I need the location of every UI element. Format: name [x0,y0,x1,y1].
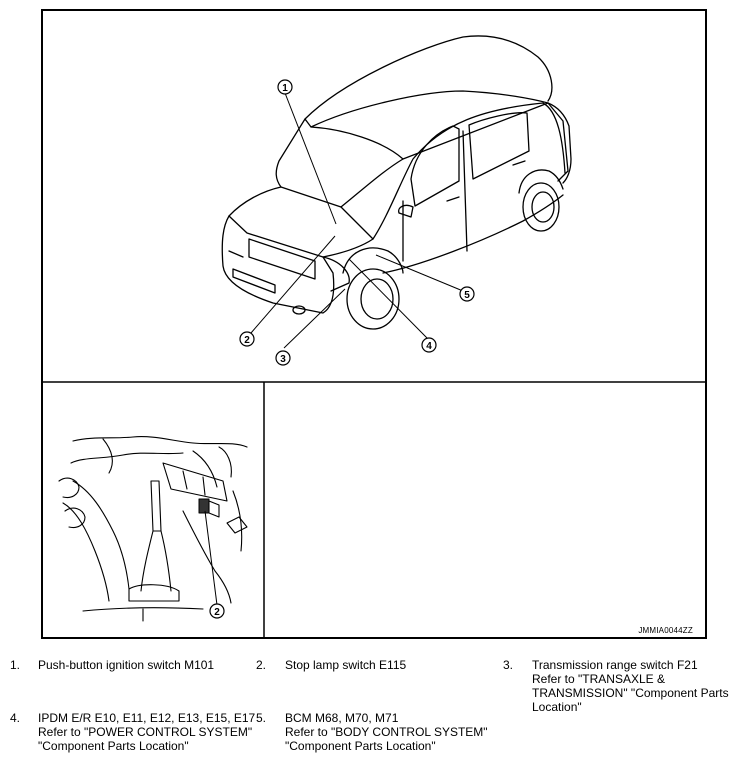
legend-item-4-number: 4. [10,711,21,725]
callout-5-label: 5 [464,290,470,301]
legend-item-1-text: Push-button ignition switch M101 [38,658,253,672]
callout-5: 5 [459,286,475,302]
callout-1: 1 [277,79,293,95]
legend-item-5-name: BCM M68, M70, M71 [285,711,399,725]
legend-item-1-name: Push-button ignition switch M101 [38,658,215,672]
legend-item-3-text: Transmission range switch F21 Refer to "… [532,658,737,714]
callout-4-label: 4 [426,341,432,352]
legend-item-2-name: Stop lamp switch E115 [285,658,407,672]
legend-item-3-reference: Refer to "TRANSAXLE & TRANSMISSION" "Com… [532,672,729,714]
callout-2-label: 2 [244,335,250,346]
callout-4: 4 [421,337,437,353]
callout-2: 2 [239,331,255,347]
legend-item-4-name: IPDM E/R E10, E11, E12, E13, E15, E17 [38,711,256,725]
callout-1-label: 1 [282,83,288,94]
callout-2-detail-leader [204,510,218,606]
legend-item-3-name: Transmission range switch F21 [532,658,698,672]
legend-item-5-number: 5. [256,711,267,725]
callout-2-detail: 2 [209,603,225,619]
legend-item-1-number: 1. [10,658,21,672]
callout-2-detail-label: 2 [214,607,220,618]
callout-3: 3 [275,350,291,366]
legend-item-3-number: 3. [503,658,514,672]
vehicle-illustration [221,35,572,330]
legend-item-5-reference: Refer to "BODY CONTROL SYSTEM" "Componen… [285,725,488,753]
legend-item-4-text: IPDM E/R E10, E11, E12, E13, E15, E17 Re… [38,711,266,753]
figure-id: JMMIA0044ZZ [638,626,693,635]
legend-item-4-reference: Refer to "POWER CONTROL SYSTEM" "Compone… [38,725,253,753]
legend-item-5-text: BCM M68, M70, M71 Refer to "BODY CONTROL… [285,711,500,753]
stop-lamp-switch-detail [58,436,248,622]
legend-item-2-number: 2. [256,658,267,672]
callout-leader-lines [250,92,464,349]
legend-item-2-text: Stop lamp switch E115 [285,658,495,672]
figure-drawing: 1 2 3 4 5 [43,35,705,637]
component-location-figure: 1 2 3 4 5 [41,9,707,639]
callout-3-label: 3 [280,354,286,365]
